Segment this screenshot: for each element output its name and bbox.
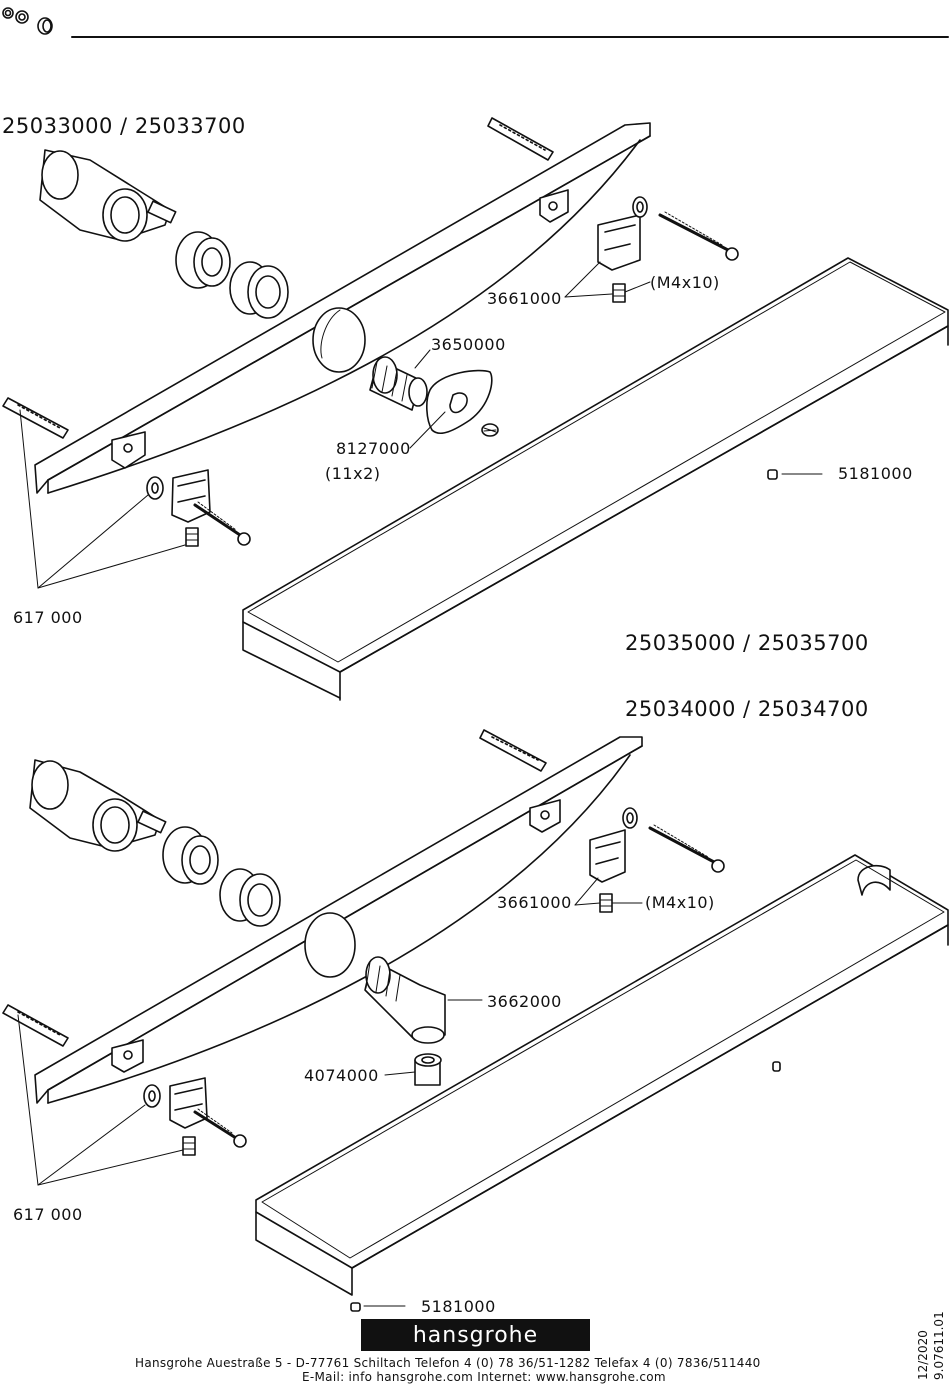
bottom-bracket-left bbox=[111, 1039, 144, 1073]
bottom-washer-upper bbox=[622, 807, 638, 829]
top-washer-lower bbox=[146, 476, 164, 500]
part-label-3661000: 3661000 bbox=[487, 289, 562, 308]
model-label-middle-2: 25034000 / 25034700 bbox=[625, 697, 869, 721]
top-washer-upper bbox=[632, 196, 648, 218]
part-label-8127000: 8127000 bbox=[336, 439, 411, 458]
top-nipple-1 bbox=[175, 231, 231, 289]
footer-address: Hansgrohe Auestraße 5 - D-77761 Schiltac… bbox=[135, 1356, 761, 1370]
top-shelf bbox=[242, 257, 949, 701]
top-wood-screw-lower bbox=[193, 501, 251, 546]
part-label-3650000: 3650000 bbox=[431, 335, 506, 354]
top-small-screw-lower bbox=[185, 527, 199, 547]
side-doc-number: 9.07611.01 bbox=[932, 1311, 946, 1380]
bottom-anchor-upper bbox=[479, 729, 547, 772]
part-label-m4x10: (M4x10) bbox=[650, 273, 720, 292]
bottom-washer-lower bbox=[143, 1084, 161, 1108]
bottom-rail-cutout bbox=[304, 912, 356, 978]
bottom-clip-upper bbox=[589, 829, 626, 883]
bottom-anchor-left bbox=[2, 1004, 69, 1047]
top-small-screw-upper bbox=[612, 283, 626, 303]
top-bracket-left bbox=[111, 431, 146, 469]
top-nipple-2 bbox=[229, 261, 289, 319]
bottom-part-4074000 bbox=[414, 1053, 442, 1086]
bottom-valve-body bbox=[29, 759, 167, 852]
bottom-wood-screw-lower bbox=[193, 1108, 247, 1148]
model-label-top: 25033000 / 25033700 bbox=[2, 114, 246, 138]
footer-contact: E-Mail: info hansgrohe.com Internet: www… bbox=[302, 1370, 666, 1384]
part-label-5181000-bottom: 5181000 bbox=[421, 1297, 496, 1316]
bottom-part-5181000-icon bbox=[350, 1302, 361, 1312]
bottom-clip-lower bbox=[169, 1077, 208, 1129]
part-label-617000-top: 617 000 bbox=[13, 608, 83, 627]
part-label-4074000: 4074000 bbox=[304, 1066, 379, 1085]
side-date: 12/2020 bbox=[916, 1330, 930, 1380]
model-label-middle-1: 25035000 / 25035700 bbox=[625, 631, 869, 655]
top-bracket-right bbox=[539, 189, 569, 223]
part-label-3661000-bottom: 3661000 bbox=[497, 893, 572, 912]
part-label-11x2: (11x2) bbox=[325, 464, 381, 483]
bottom-nipple-1 bbox=[162, 826, 219, 885]
top-anchor-upper bbox=[487, 117, 554, 161]
bottom-shelf-plug-icon bbox=[772, 1061, 781, 1072]
bottom-bracket-right bbox=[529, 799, 561, 833]
part-label-617000-bottom: 617 000 bbox=[13, 1205, 83, 1224]
brand-logo: hansgrohe bbox=[361, 1319, 590, 1351]
top-wood-screw-upper bbox=[658, 211, 739, 261]
bottom-leaders bbox=[17, 877, 643, 1307]
top-part-8127000 bbox=[426, 369, 493, 435]
bottom-nipple-2 bbox=[219, 868, 281, 927]
top-valve-body bbox=[39, 149, 177, 242]
bottom-shelf bbox=[255, 854, 949, 1296]
part-label-5181000-top: 5181000 bbox=[838, 464, 913, 483]
bottom-small-screw-upper bbox=[599, 893, 613, 913]
bottom-wood-screw-upper bbox=[648, 824, 725, 873]
top-part-3650000 bbox=[369, 356, 428, 411]
top-leaders bbox=[19, 261, 823, 589]
part-label-m4x10-bottom: (M4x10) bbox=[645, 893, 715, 912]
bottom-part-3662000 bbox=[364, 956, 446, 1044]
bottom-small-screw-lower bbox=[182, 1136, 196, 1156]
part-label-3662000: 3662000 bbox=[487, 992, 562, 1011]
top-part-5181000-icon bbox=[767, 469, 778, 480]
top-seal bbox=[481, 423, 499, 437]
top-anchor-left bbox=[2, 397, 69, 439]
top-clip-upper bbox=[597, 214, 641, 271]
header-symbol-icon bbox=[2, 7, 53, 35]
top-clip-lower bbox=[171, 469, 211, 523]
top-rail-cutout bbox=[312, 307, 366, 373]
